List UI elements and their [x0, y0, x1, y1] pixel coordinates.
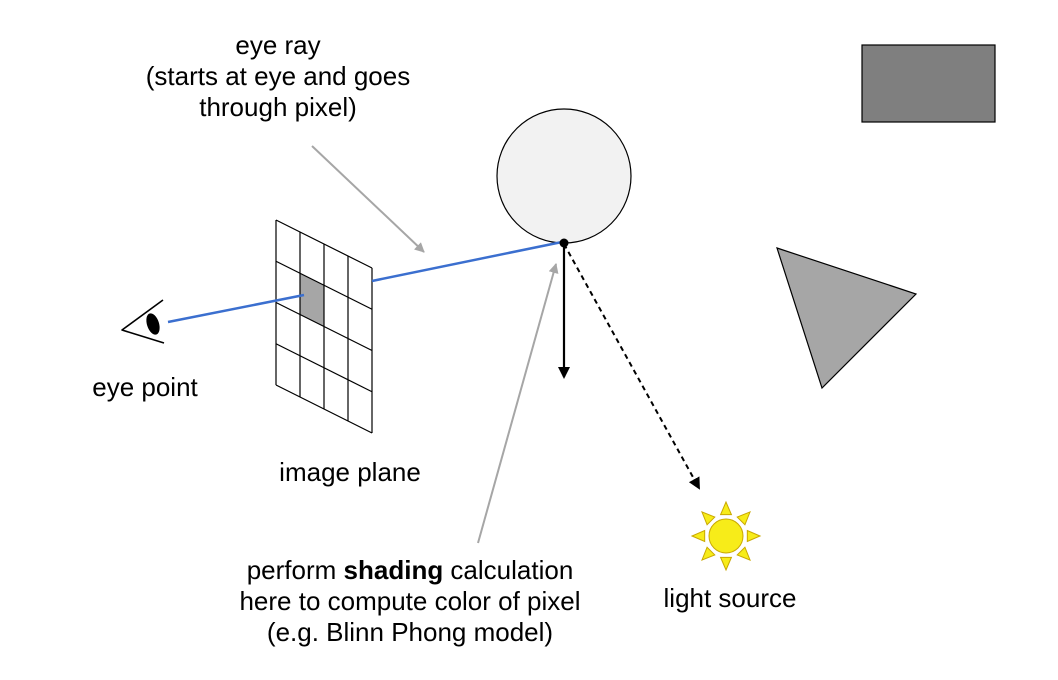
- shading-label-line2: here to compute color of pixel: [239, 586, 581, 616]
- shadow-ray-arrow: [563, 243, 700, 490]
- sun-ray: [719, 500, 733, 516]
- grid-line-horizontal: [275, 343, 373, 393]
- eye-ray-pointer-arrow: [311, 145, 425, 253]
- shading-label-line1: perform shading calculation: [180, 555, 640, 586]
- sun-ray: [719, 556, 733, 572]
- eye-ray-label-line2: (starts at eye and goes: [145, 61, 411, 91]
- eye-point-label: eye point: [92, 372, 198, 402]
- sun-ray: [746, 529, 762, 543]
- shading-pointer-arrow: [477, 263, 559, 544]
- image-plane-label: image plane: [279, 457, 421, 487]
- sun-icon: [690, 500, 762, 572]
- shading-label-prefix: perform: [246, 555, 344, 585]
- light-source-label: light source: [663, 583, 797, 613]
- scene-rectangle: [861, 44, 996, 123]
- eye-ray-segment-plane-to-sphere: [371, 240, 563, 283]
- grid-line-horizontal: [275, 384, 373, 434]
- shading-label-line3: (e.g. Blinn Phong model): [266, 617, 554, 647]
- sun-disc: [708, 518, 744, 554]
- sun-ray: [690, 529, 706, 543]
- eye-icon: [121, 299, 165, 344]
- shading-label: perform shading calculation here to comp…: [180, 555, 640, 648]
- eye-ray-label-line3: through pixel): [199, 92, 357, 122]
- sun-ray: [736, 546, 751, 561]
- sun-ray: [701, 546, 716, 561]
- scene-triangle: [776, 247, 918, 390]
- shading-label-suffix: calculation: [443, 555, 574, 585]
- eye-ray-label: eye ray (starts at eye and goes through …: [98, 30, 458, 123]
- sun-ray: [736, 511, 751, 526]
- scene-sphere: [496, 108, 632, 244]
- eye-ray-label-line1: eye ray: [235, 30, 321, 60]
- grid-line-horizontal: [275, 301, 373, 352]
- shading-label-bold: shading: [343, 555, 444, 585]
- highlighted-pixel: [300, 273, 324, 327]
- eye-ray-segment-eye-to-plane: [167, 293, 305, 324]
- intersection-point: [559, 238, 569, 248]
- image-plane-grid: [275, 219, 373, 434]
- sun-ray: [701, 511, 716, 526]
